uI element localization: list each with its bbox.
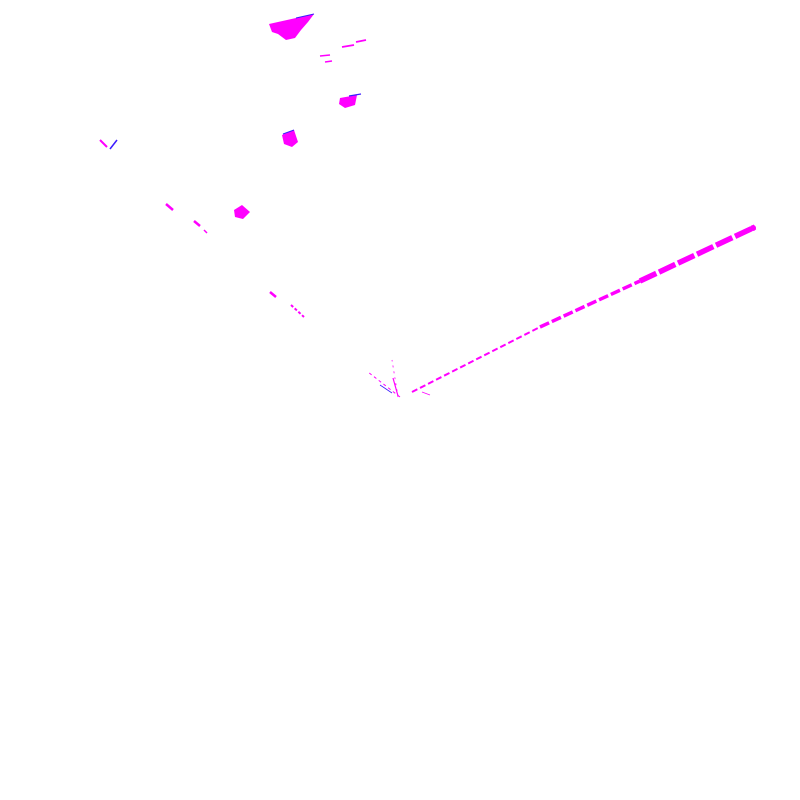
long-track	[411, 224, 757, 393]
track-stub	[203, 229, 208, 234]
cluster-edge	[348, 93, 362, 97]
hit-dash	[319, 54, 331, 57]
track-stub	[99, 139, 108, 148]
vertex-tracks	[367, 359, 431, 398]
upper-left-tracks	[99, 139, 305, 318]
hit-dash	[355, 39, 367, 43]
hit-dash	[341, 44, 355, 48]
cluster-deposit	[339, 95, 357, 108]
cluster-deposit	[234, 205, 250, 219]
cluster-edge	[295, 13, 315, 19]
track-mid-segment	[539, 279, 641, 329]
cluster-edge	[282, 129, 295, 135]
cluster-top	[269, 13, 315, 40]
cluster-deposit	[282, 130, 298, 147]
track-endpoint	[750, 225, 756, 231]
track-stub	[109, 139, 118, 150]
track-inner-segment	[411, 326, 541, 393]
vertex-track	[379, 384, 393, 394]
hit-dash	[324, 60, 333, 63]
track-stub	[269, 291, 277, 298]
vertex-track	[421, 391, 431, 396]
cluster-mid	[282, 129, 298, 147]
vertex-track	[392, 377, 399, 397]
vertex-track	[391, 359, 399, 398]
deposit-clusters	[234, 13, 367, 219]
track-stub	[165, 203, 174, 211]
cluster-left	[234, 205, 250, 219]
track-outer-segment	[638, 224, 757, 284]
vertex-track	[367, 371, 401, 398]
track-stub	[193, 220, 201, 227]
cluster-small-dashes	[319, 39, 367, 63]
cluster-right	[339, 93, 362, 108]
cluster-deposit	[269, 14, 314, 40]
track-stub	[290, 304, 305, 318]
